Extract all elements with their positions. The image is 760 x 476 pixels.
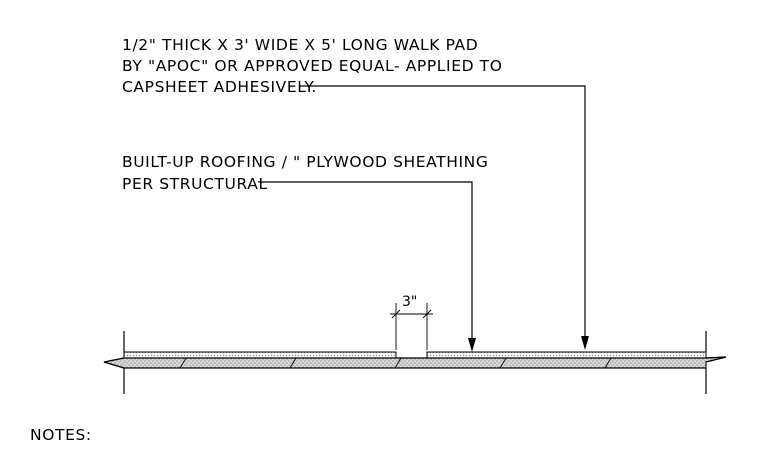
left-break-lower	[103, 361, 125, 369]
panel-joint-5	[604, 357, 612, 369]
walk-pad-left	[123, 351, 397, 359]
walk-pad-right	[426, 351, 707, 359]
roof-assembly-section	[103, 331, 727, 394]
roofing-note-line-1: BUILT-UP ROOFING / " PLYWOOD SHEATHING	[122, 153, 488, 171]
walk-pad-leader-line	[300, 85, 586, 342]
walk-pad-note-line-1: 1/2" THICK X 3' WIDE X 5' LONG WALK PAD	[122, 36, 478, 54]
roofing-leader	[258, 181, 476, 352]
gap-tick-left	[391, 309, 401, 319]
roofing-leader-line	[258, 181, 473, 342]
roofing-note: BUILT-UP ROOFING / " PLYWOOD SHEATHING P…	[122, 153, 488, 193]
left-break-upper	[103, 357, 125, 363]
panel-joint-4	[499, 357, 507, 369]
walk-pad-leader	[300, 85, 589, 350]
roofing-leader-arrowhead	[468, 338, 476, 352]
panel-joint-1	[179, 357, 187, 369]
walk-pad-note-line-3: CAPSHEET ADHESIVELY.	[122, 78, 317, 96]
walk-pad-leader-arrowhead	[581, 336, 589, 350]
roofing-note-line-2: PER STRUCTURAL	[122, 175, 268, 193]
gap-dimension-label: 3"	[402, 294, 417, 310]
gap-tick-right	[422, 309, 432, 319]
gap-dimension: 3"	[390, 294, 433, 350]
built-up-roofing-sheathing-layer	[103, 356, 727, 369]
walk-pad-note: 1/2" THICK X 3' WIDE X 5' LONG WALK PAD …	[122, 36, 503, 96]
walk-pad-note-line-2: BY "APOC" OR APPROVED EQUAL- APPLIED TO	[122, 57, 503, 75]
right-break	[705, 356, 727, 363]
notes-label: NOTES:	[30, 426, 92, 444]
panel-joint-3	[394, 357, 402, 369]
panel-joint-2	[289, 357, 297, 369]
